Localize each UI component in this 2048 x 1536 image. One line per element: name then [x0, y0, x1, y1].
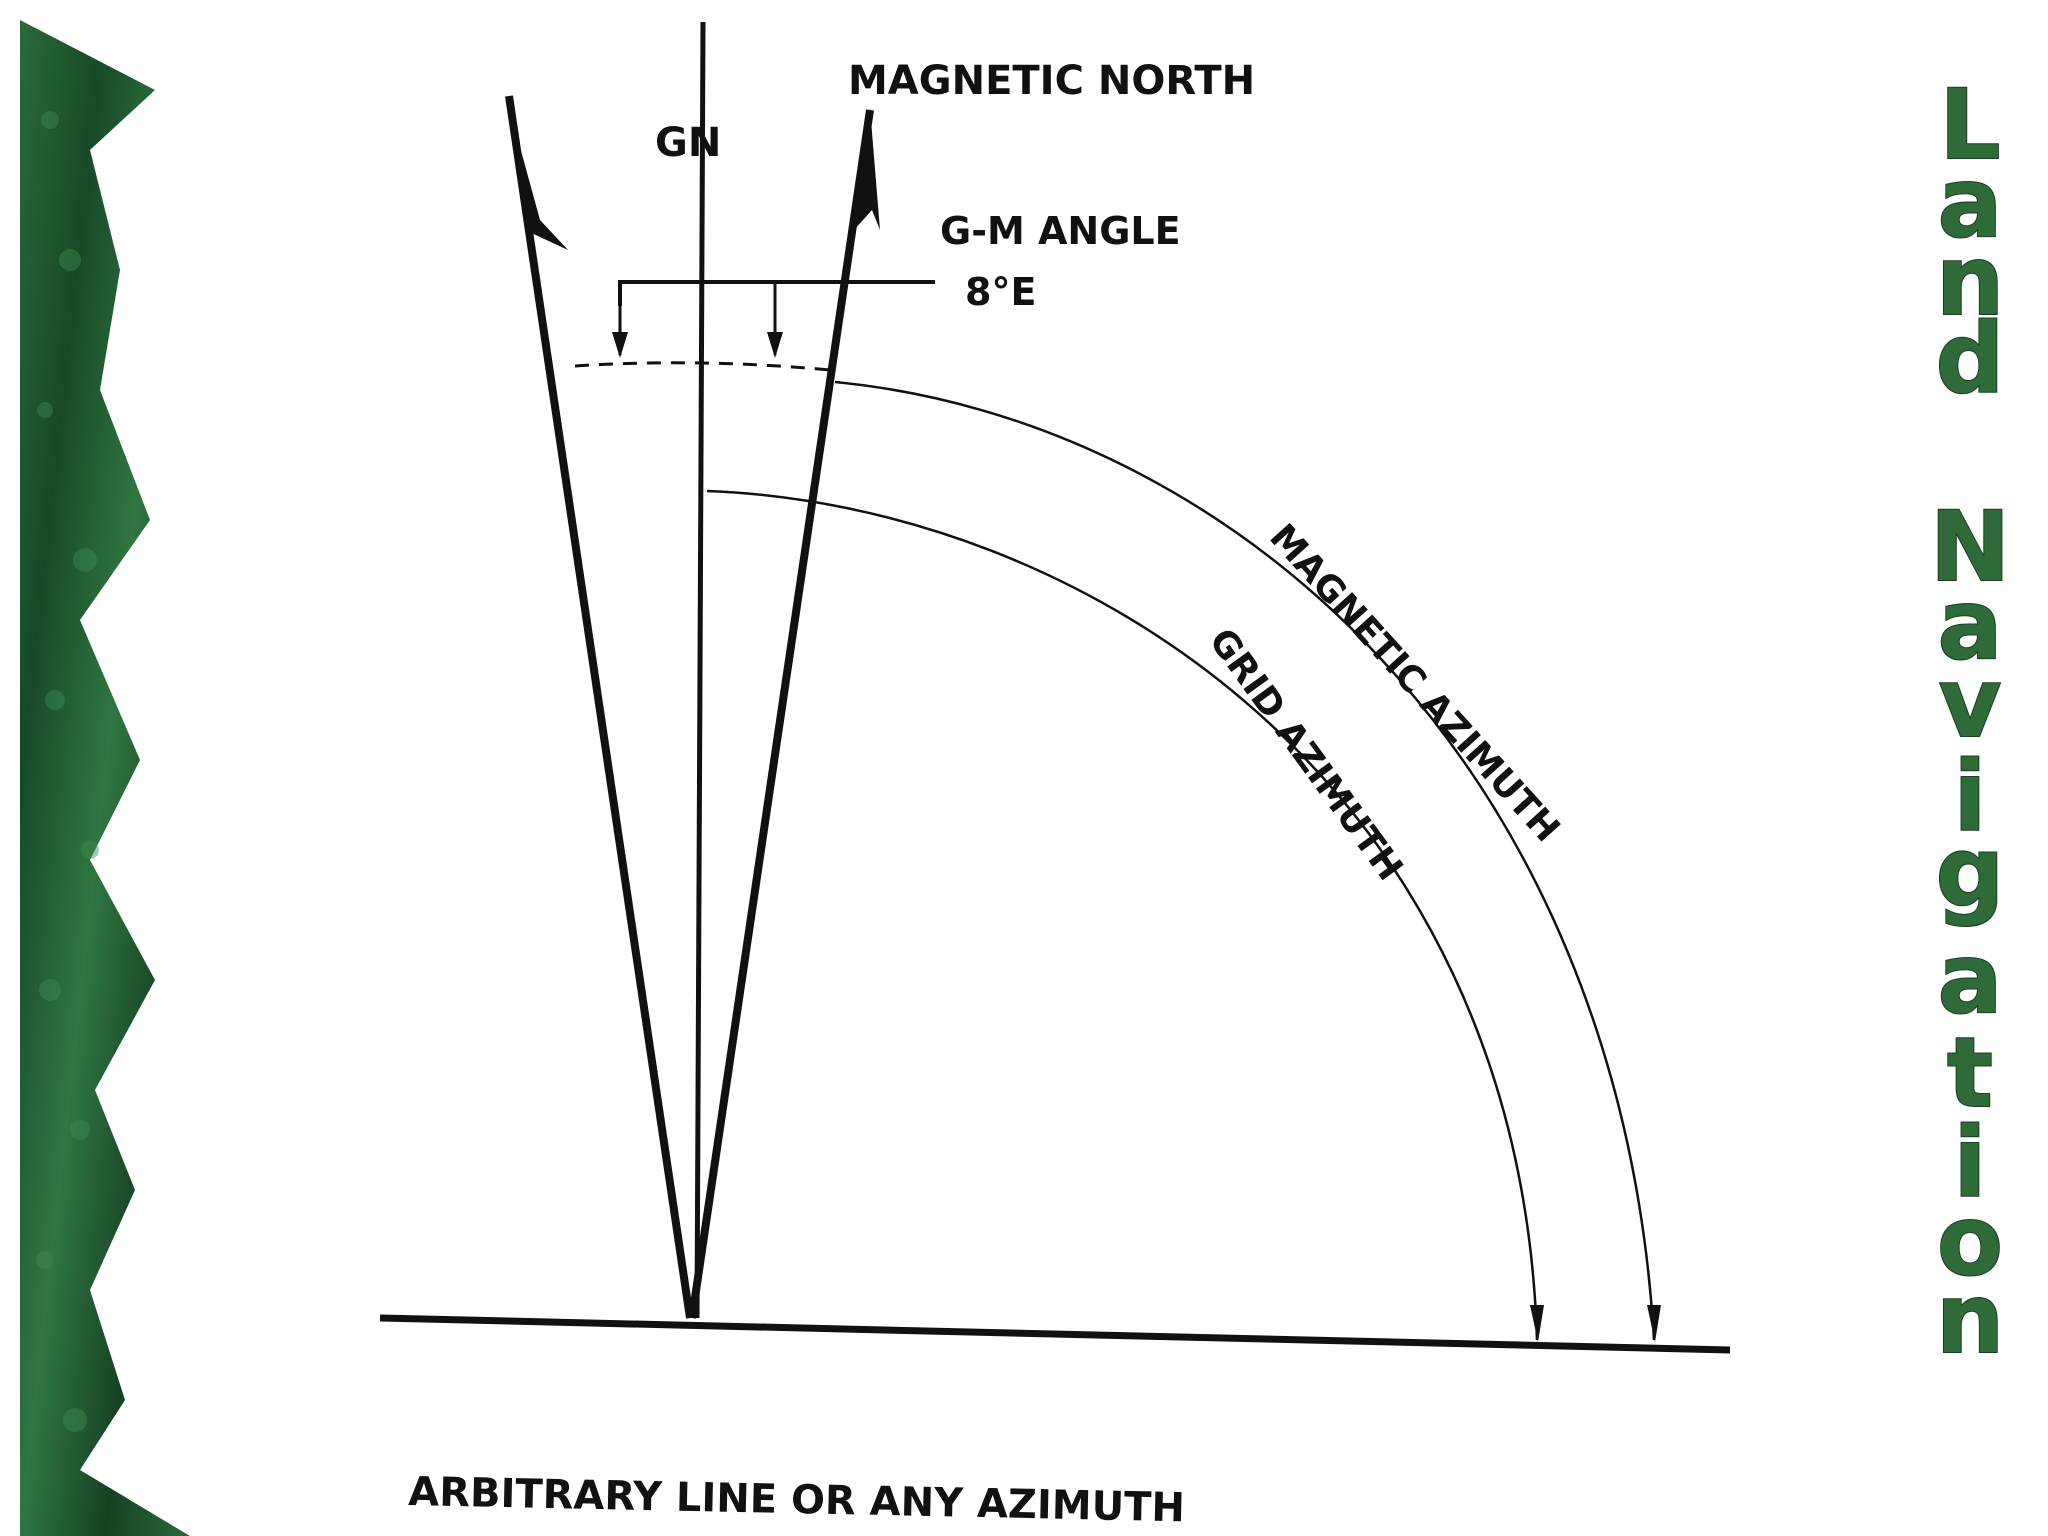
title-letter: N — [1930, 491, 2010, 603]
title-letter: a — [1938, 923, 2003, 1035]
title-letter: n — [1936, 1263, 2004, 1375]
gm-dashed-arc — [574, 361, 831, 372]
title-letter: d — [1936, 303, 2005, 415]
left-arrowhead — [506, 96, 568, 250]
title-letter: o — [1937, 1185, 2003, 1297]
left-azimuth-line — [505, 95, 694, 1319]
label-magnetic-azimuth: MAGNETIC AZIMUTH — [1261, 517, 1567, 851]
title-letter: n — [1936, 225, 2004, 337]
label-gm-angle: G-M ANGLE — [940, 209, 1181, 253]
gm-angle-bracket — [618, 280, 935, 306]
title-letter: t — [1947, 1017, 1993, 1129]
title-letter: a — [1938, 147, 2003, 259]
title-letter: i — [1954, 741, 1987, 853]
label-baseline: ARBITRARY LINE OR ANY AZIMUTH — [408, 1469, 1186, 1531]
title-letter: L — [1939, 69, 2000, 181]
label-magnetic-north: MAGNETIC NORTH — [848, 58, 1255, 104]
magnetic-azimuth-arrowhead — [1647, 1305, 1661, 1342]
title-letter: g — [1936, 816, 2005, 928]
title-land-navigation: L a n d N a v i g a t i o n — [1929, 68, 2011, 1376]
grid-azimuth-arc — [706, 489, 1539, 1341]
label-gm-value: 8°E — [965, 270, 1036, 314]
label-gn: GN — [655, 120, 721, 166]
magnetic-north-arrowhead — [854, 108, 880, 230]
title-letter: a — [1938, 569, 2003, 681]
grid-azimuth-arrowhead — [1530, 1305, 1544, 1342]
title-letter: i — [1954, 1107, 1987, 1219]
magnetic-azimuth-arc — [834, 380, 1656, 1341]
title-letter: v — [1939, 647, 2002, 759]
zigzag-border — [20, 20, 190, 1536]
grid-north-line — [694, 21, 706, 1319]
magnetic-north-line — [688, 109, 874, 1319]
border-texture — [36, 111, 99, 1432]
gm-arrow-left — [612, 332, 628, 358]
gm-arrow-right — [767, 332, 783, 358]
baseline — [379, 1314, 1731, 1354]
